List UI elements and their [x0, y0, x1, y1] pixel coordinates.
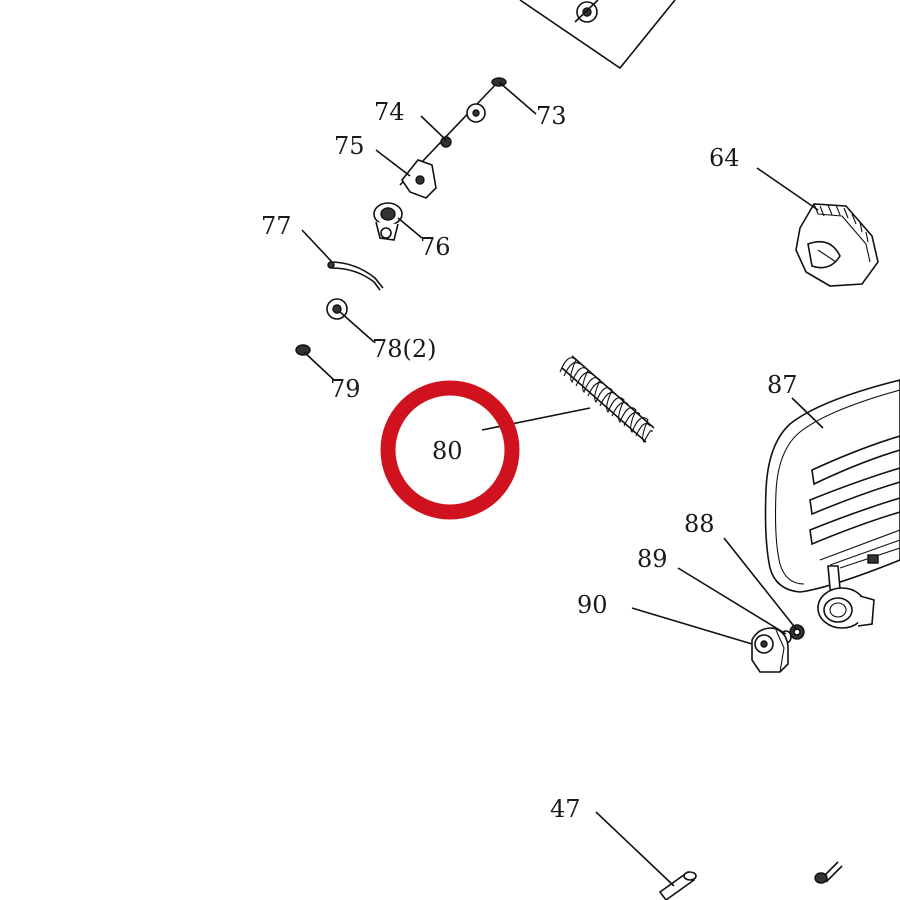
callout-80: 80 — [432, 437, 463, 465]
callout-79: 79 — [330, 375, 361, 403]
part-75-bracket — [401, 159, 437, 199]
callout-77: 77 — [261, 212, 292, 240]
part-87-shield — [764, 379, 900, 629]
part-64-knob — [795, 203, 879, 287]
callout-76: 76 — [420, 233, 451, 261]
callout-78: 78(2) — [372, 335, 437, 363]
highlight-ring — [380, 380, 520, 520]
callout-47: 47 — [550, 795, 581, 823]
callout-87: 87 — [767, 371, 798, 399]
callout-73: 73 — [536, 102, 567, 130]
callout-88: 88 — [684, 510, 715, 538]
part-47-pin — [658, 870, 697, 900]
part-77-wire — [327, 261, 384, 291]
leader-lines — [301, 81, 824, 887]
callout-64: 64 — [709, 144, 740, 172]
callout-75: 75 — [334, 132, 365, 160]
callout-labels: 73 74 75 76 77 78(2) 79 80 64 87 88 89 9… — [261, 98, 798, 823]
callout-74: 74 — [374, 98, 405, 126]
part-80-spring — [559, 355, 655, 443]
callout-90: 90 — [577, 591, 608, 619]
part-76-knob — [373, 202, 403, 241]
callout-89: 89 — [637, 545, 668, 573]
part-79-pin — [295, 344, 311, 356]
part-90-clamp — [751, 627, 789, 673]
bolt-part — [814, 861, 843, 884]
top-bracket-part — [519, 0, 676, 70]
